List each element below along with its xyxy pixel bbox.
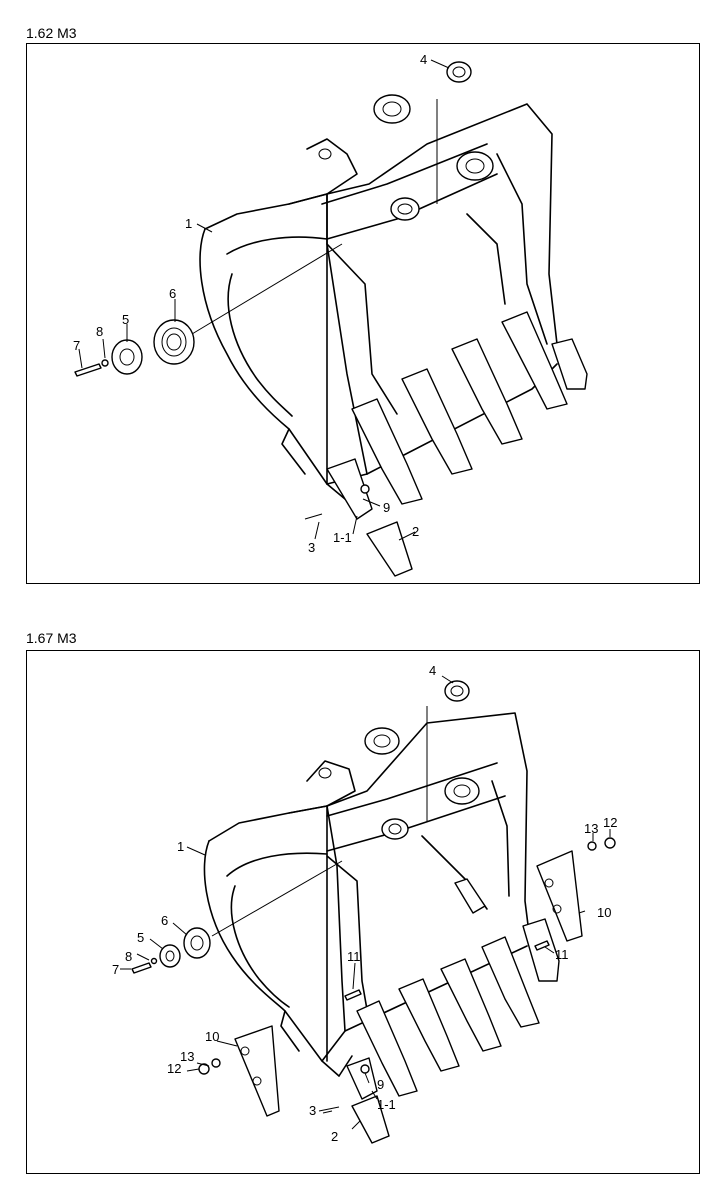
diagram-panel-2: 1 1-1 2 3 4 5 6 7 8 9 10 10 11 11 12 12 … xyxy=(26,650,700,1174)
tooth-1 xyxy=(356,1000,418,1097)
pin-part3 xyxy=(304,513,323,520)
callout-5: 5 xyxy=(137,930,144,945)
callout-6: 6 xyxy=(161,913,168,928)
callout-9: 9 xyxy=(383,500,390,515)
nut-right-part12 xyxy=(604,837,616,849)
callout-5: 5 xyxy=(122,312,129,327)
callout-1: 1 xyxy=(185,216,192,231)
callout-1-1: 1-1 xyxy=(333,530,352,545)
washer-part8 xyxy=(101,359,109,367)
bolt-right-part11 xyxy=(534,940,550,951)
washer-left-part13 xyxy=(211,1058,221,1068)
upper-pin-boss-right xyxy=(444,777,480,805)
wear-block xyxy=(454,878,486,914)
callout-4: 4 xyxy=(429,663,436,678)
bolt-part7 xyxy=(131,962,152,974)
spacer-part6 xyxy=(153,319,195,365)
callout-11-left: 11 xyxy=(347,949,361,964)
callout-10-left: 10 xyxy=(205,1029,219,1044)
bucket-diagram-1: 1 1-1 2 3 4 5 6 7 8 9 xyxy=(73,52,588,577)
callout-9: 9 xyxy=(377,1077,384,1092)
side-cutter-left-part10 xyxy=(234,1025,280,1117)
callout-6: 6 xyxy=(169,286,176,301)
tooth-2 xyxy=(398,978,460,1072)
tooth-4 xyxy=(501,311,568,410)
tooth-adapter xyxy=(346,1057,378,1100)
tooth-adapter xyxy=(326,458,373,520)
side-cutters xyxy=(198,837,616,1117)
callout-4: 4 xyxy=(420,52,427,67)
callout-2: 2 xyxy=(331,1129,338,1144)
side-hardware xyxy=(131,680,470,974)
retainer-part9 xyxy=(360,484,370,494)
tooth-point-part2 xyxy=(351,1095,390,1144)
callout-8: 8 xyxy=(125,949,132,964)
callout-11-right: 11 xyxy=(555,947,569,962)
leader-lines xyxy=(78,59,450,541)
washer-part5 xyxy=(159,944,181,968)
teeth-row xyxy=(318,918,560,1144)
bushing-part4 xyxy=(446,61,472,83)
upper-pin-boss-right xyxy=(456,151,494,181)
bolt-part7 xyxy=(74,363,102,377)
pin-boss-group xyxy=(306,727,506,852)
section-title-1: 1.62 M3 xyxy=(26,25,77,41)
callout-3: 3 xyxy=(309,1103,316,1118)
lower-pin-boss xyxy=(390,197,420,221)
callout-10-right: 10 xyxy=(597,905,611,920)
spacer-part6 xyxy=(183,927,211,959)
side-cutter-right-part10 xyxy=(536,850,583,942)
tooth-3 xyxy=(440,958,502,1052)
callout-7: 7 xyxy=(112,962,119,977)
callout-8: 8 xyxy=(96,324,103,339)
tooth-4 xyxy=(481,936,540,1028)
callout-7: 7 xyxy=(73,338,80,353)
pin-boss-group xyxy=(306,94,498,240)
diagram-panel-1: 1 1-1 2 3 4 5 6 7 8 9 xyxy=(26,43,700,584)
tooth-5 xyxy=(522,918,560,982)
tooth-5 xyxy=(551,338,588,390)
tooth-2 xyxy=(401,368,473,475)
teeth-row xyxy=(304,311,588,577)
bucket-body xyxy=(199,103,558,500)
leader-lines xyxy=(120,675,611,1130)
bolt-left-part11 xyxy=(344,989,362,1001)
callout-12-left: 12 xyxy=(167,1061,181,1076)
callout-13-left: 13 xyxy=(180,1049,194,1064)
section-title-2: 1.67 M3 xyxy=(26,630,77,646)
retainer-part9 xyxy=(360,1064,370,1074)
tooth-point-part2 xyxy=(366,521,413,577)
pin-part3 xyxy=(318,1106,340,1112)
callout-2: 2 xyxy=(412,524,419,539)
washer-part5 xyxy=(111,339,143,375)
washer-part8 xyxy=(150,957,158,965)
washer-right-part13 xyxy=(587,841,597,851)
bushing-part4 xyxy=(444,680,470,702)
bucket-diagram-2: 1 1-1 2 3 4 5 6 7 8 9 10 10 11 11 12 12 … xyxy=(112,663,617,1144)
tooth-3 xyxy=(451,338,523,445)
side-hardware xyxy=(74,61,472,377)
callout-12-right: 12 xyxy=(603,815,617,830)
lower-pin-boss xyxy=(381,818,409,840)
upper-pin-boss-left xyxy=(373,94,411,124)
tooth-1 xyxy=(351,398,423,505)
bucket-body xyxy=(203,712,531,1077)
callout-3: 3 xyxy=(308,540,315,555)
callout-13-right: 13 xyxy=(584,821,598,836)
callout-1: 1 xyxy=(177,839,184,854)
callout-1-1: 1-1 xyxy=(377,1097,396,1112)
upper-pin-boss-left xyxy=(364,727,400,755)
